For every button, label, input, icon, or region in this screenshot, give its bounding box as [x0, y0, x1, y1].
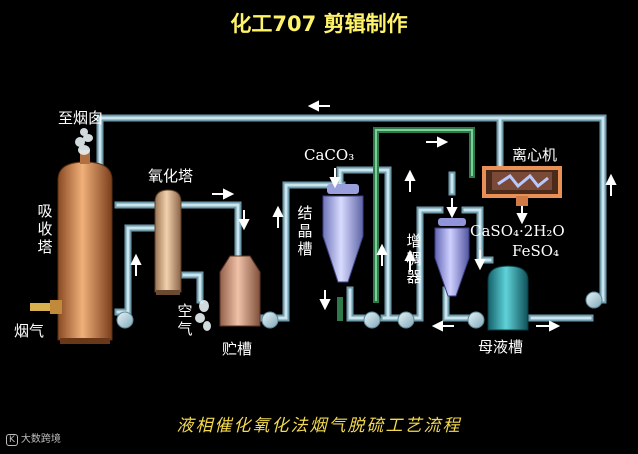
label-centrifuge: 离心机	[512, 148, 557, 163]
arrow-right-ox	[212, 190, 232, 198]
arrow-up-mid	[406, 172, 414, 192]
label-absorber: 吸收塔	[36, 202, 54, 256]
label-mother-liquor: 母液槽	[478, 340, 523, 355]
label-thickener: 增稠器	[405, 232, 423, 286]
oxidation-tower	[155, 190, 181, 295]
arrow-left-bottom	[434, 322, 454, 330]
label-oxidation-tower: 氧化塔	[148, 169, 193, 184]
watermark-logo-icon: K	[6, 434, 18, 446]
arrow-down-left-1	[321, 290, 329, 308]
arrow-down-product	[518, 206, 526, 222]
steam-plume	[75, 128, 93, 155]
label-storage-tank: 贮槽	[222, 342, 252, 357]
label-flue-gas: 烟气	[14, 324, 44, 339]
label-product-feso4: FeSO₄	[512, 244, 559, 259]
arrow-up-right	[607, 176, 615, 196]
label-crystallizer: 结晶槽	[296, 204, 314, 258]
label-caco3: CaCO₃	[304, 148, 354, 163]
label-air: 空气	[176, 302, 194, 338]
arrow-right-bottom	[536, 322, 558, 330]
page-title: 化工707 剪辑制作	[0, 8, 638, 38]
pump-1	[117, 312, 133, 328]
centrifuge	[484, 168, 560, 206]
diagram-caption: 液相催化氧化法烟气脱硫工艺流程	[0, 411, 638, 436]
thickener	[435, 218, 469, 296]
arrow-up-abs	[132, 256, 140, 276]
watermark-text: 大数跨境	[21, 434, 61, 445]
mother-liquor-tank	[488, 266, 528, 330]
pump-4	[398, 312, 414, 328]
pump-2	[262, 312, 278, 328]
pump-5	[468, 312, 484, 328]
air-plume	[195, 300, 211, 331]
label-chimney: 至烟囱	[58, 111, 103, 126]
crystallizer	[323, 184, 363, 282]
pump-6	[586, 292, 602, 308]
arrow-left-top	[310, 102, 330, 110]
pump-3	[364, 312, 380, 328]
arrow-up-left-1	[274, 208, 282, 228]
label-product-gypsum: CaSO₄·2H₂O	[470, 224, 565, 239]
storage-tank	[220, 256, 260, 326]
arrow-down-thick	[448, 198, 456, 216]
arrow-right-top	[426, 138, 446, 146]
